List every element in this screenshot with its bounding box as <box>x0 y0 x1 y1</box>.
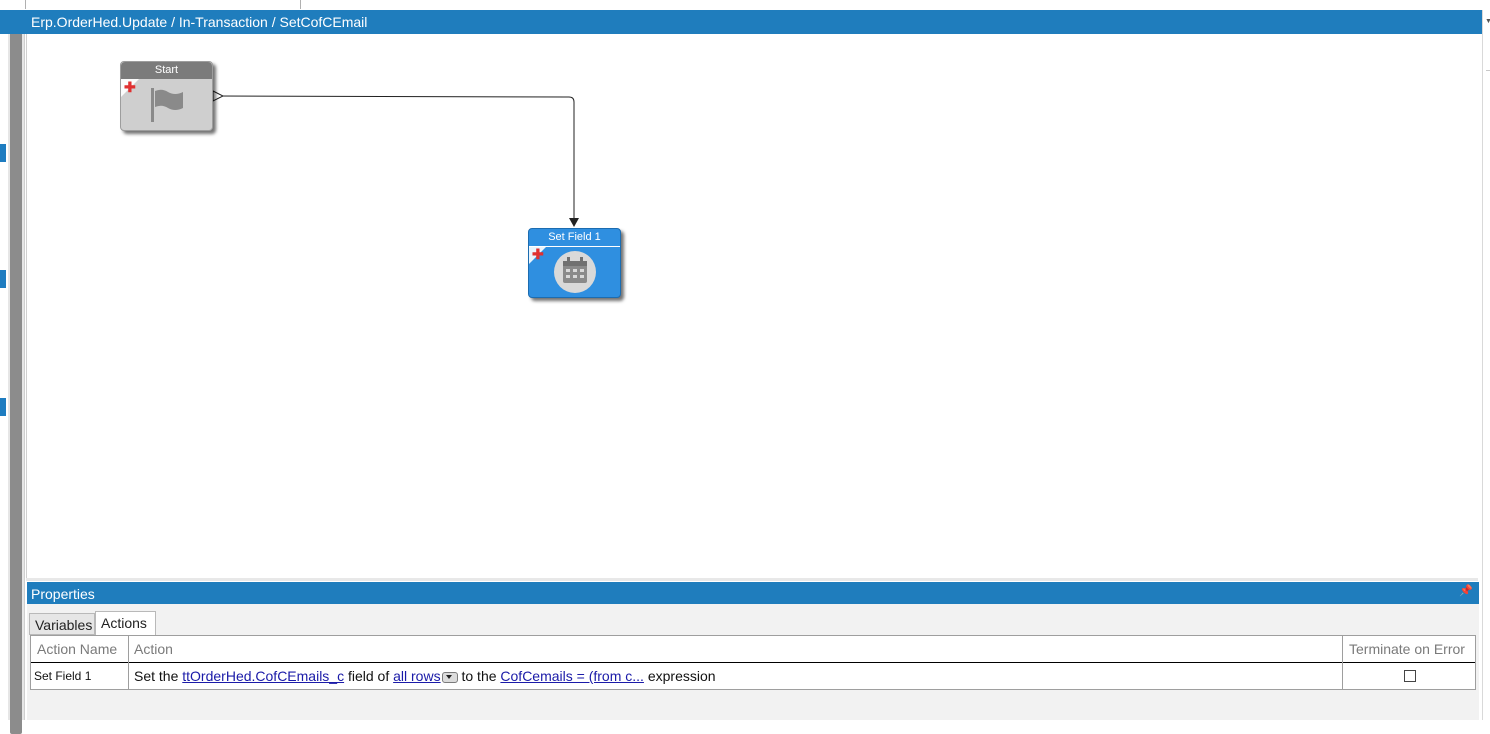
dock-tab[interactable] <box>0 270 6 288</box>
start-node-label: Start <box>121 62 212 79</box>
add-icon[interactable]: ✚ <box>532 246 544 262</box>
chevron-down-icon[interactable]: ▼ <box>1485 18 1490 25</box>
calendar-icon <box>554 251 596 293</box>
connector-line <box>212 90 579 227</box>
designer-title-bar: Erp.OrderHed.Update / In-Transaction / S… <box>0 10 1482 34</box>
action-suffix: expression <box>647 668 716 684</box>
action-cell: Set the ttOrderHed.CofCEmails_c field of… <box>134 663 716 689</box>
properties-panel: Variables Actions Action Name Action Ter… <box>27 604 1479 720</box>
node-corner <box>529 246 547 264</box>
column-header-action-name[interactable]: Action Name <box>37 641 118 657</box>
terminate-on-error-checkbox[interactable] <box>1404 670 1416 682</box>
scrollbar-thumb[interactable] <box>10 31 22 734</box>
rows-link[interactable]: all rows <box>393 668 441 684</box>
action-name-cell: Set Field 1 <box>34 669 92 683</box>
tab-variables[interactable]: Variables <box>29 613 95 635</box>
divider <box>1486 70 1490 71</box>
properties-header: Properties 📌 <box>27 582 1479 604</box>
table-row[interactable]: Set Field 1 Set the ttOrderHed.CofCEmail… <box>31 663 1475 689</box>
column-divider <box>128 636 129 689</box>
column-header-terminate-on-error[interactable]: Terminate on Error <box>1349 641 1465 657</box>
flag-icon <box>151 88 183 122</box>
vertical-scrollbar[interactable]: ▲ <box>8 14 25 734</box>
tab-actions[interactable]: Actions <box>95 611 156 635</box>
expression-link[interactable]: CofCemails = (from c... <box>500 668 644 684</box>
action-prefix: Set the <box>134 668 179 684</box>
action-middle: field of <box>347 668 390 684</box>
set-field-node[interactable]: Set Field 1 ✚ <box>528 228 621 298</box>
start-node[interactable]: Start ✚ <box>120 61 213 131</box>
add-icon[interactable]: ✚ <box>124 79 136 95</box>
breadcrumb: Erp.OrderHed.Update / In-Transaction / S… <box>31 14 368 30</box>
left-dock-strip <box>0 10 8 720</box>
actions-grid: Action Name Action Terminate on Error Se… <box>30 635 1476 690</box>
toolbar-separator <box>25 0 26 9</box>
properties-title: Properties <box>31 586 95 602</box>
workflow-canvas[interactable]: Start ✚ Set Field 1 ✚ <box>26 34 1479 580</box>
action-to-text: to the <box>461 668 497 684</box>
set-field-node-label: Set Field 1 <box>529 229 620 247</box>
column-divider <box>1342 636 1343 689</box>
grid-header: Action Name Action Terminate on Error <box>31 636 1475 663</box>
rows-dropdown-button[interactable] <box>441 671 458 683</box>
arrowhead-icon <box>569 218 579 227</box>
toolbar-separator <box>300 0 301 9</box>
dock-tab[interactable] <box>0 398 6 416</box>
dock-tab[interactable] <box>0 144 6 162</box>
output-port-arrow <box>212 90 225 102</box>
node-corner <box>121 79 139 97</box>
right-panel-edge: ▼ <box>1482 10 1490 720</box>
column-header-action[interactable]: Action <box>134 641 173 657</box>
field-link[interactable]: ttOrderHed.CofCEmails_c <box>182 668 345 684</box>
splitter[interactable] <box>26 578 1478 581</box>
pin-icon[interactable]: 📌 <box>1459 585 1473 597</box>
